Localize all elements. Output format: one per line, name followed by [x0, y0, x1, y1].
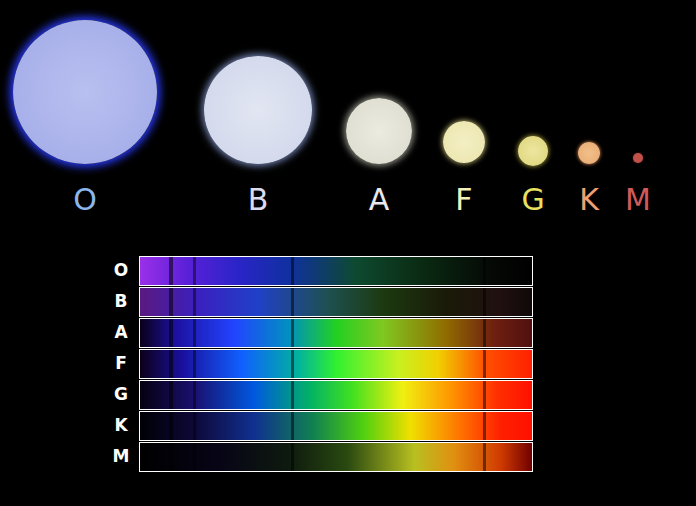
spectrum-row: O	[110, 256, 533, 286]
star-disk	[204, 56, 312, 164]
class-letter: B	[248, 183, 269, 217]
spectrum-band	[139, 349, 533, 379]
spectrum-band	[139, 442, 533, 472]
star-class: A	[346, 98, 412, 164]
class-label: G	[110, 380, 132, 409]
class-letter: A	[369, 183, 390, 217]
star-class: F	[443, 121, 485, 163]
spectrum-row: F	[110, 349, 533, 379]
star-class: K	[578, 142, 600, 164]
spectrum-band	[139, 380, 533, 410]
star-disk	[578, 142, 600, 164]
class-letter: M	[625, 183, 651, 217]
spectrum-band	[139, 318, 533, 348]
class-label: F	[110, 349, 132, 378]
star-class: O	[13, 20, 157, 164]
star-disk	[518, 136, 548, 166]
star-class: M	[633, 153, 643, 163]
class-letter: F	[455, 183, 472, 217]
star-disk	[443, 121, 485, 163]
spectrum-row: B	[110, 287, 533, 317]
star-class: G	[518, 136, 548, 166]
spectrum-band	[139, 411, 533, 441]
star-disk	[13, 20, 157, 164]
spectrum-row: G	[110, 380, 533, 410]
class-letter: G	[521, 183, 544, 217]
class-label: K	[110, 411, 132, 440]
class-letter: O	[73, 183, 97, 217]
spectrum-row: M	[110, 442, 533, 472]
star-class: B	[204, 56, 312, 164]
star-disk	[346, 98, 412, 164]
spectrum-band	[139, 256, 533, 286]
class-label: A	[110, 318, 132, 347]
spectrum-row: A	[110, 318, 533, 348]
spectrum-band	[139, 287, 533, 317]
spectrum-row: K	[110, 411, 533, 441]
class-label: O	[110, 256, 132, 285]
star-disk	[633, 153, 643, 163]
class-label: B	[110, 287, 132, 316]
class-label: M	[110, 442, 132, 471]
class-letter: K	[579, 183, 599, 217]
